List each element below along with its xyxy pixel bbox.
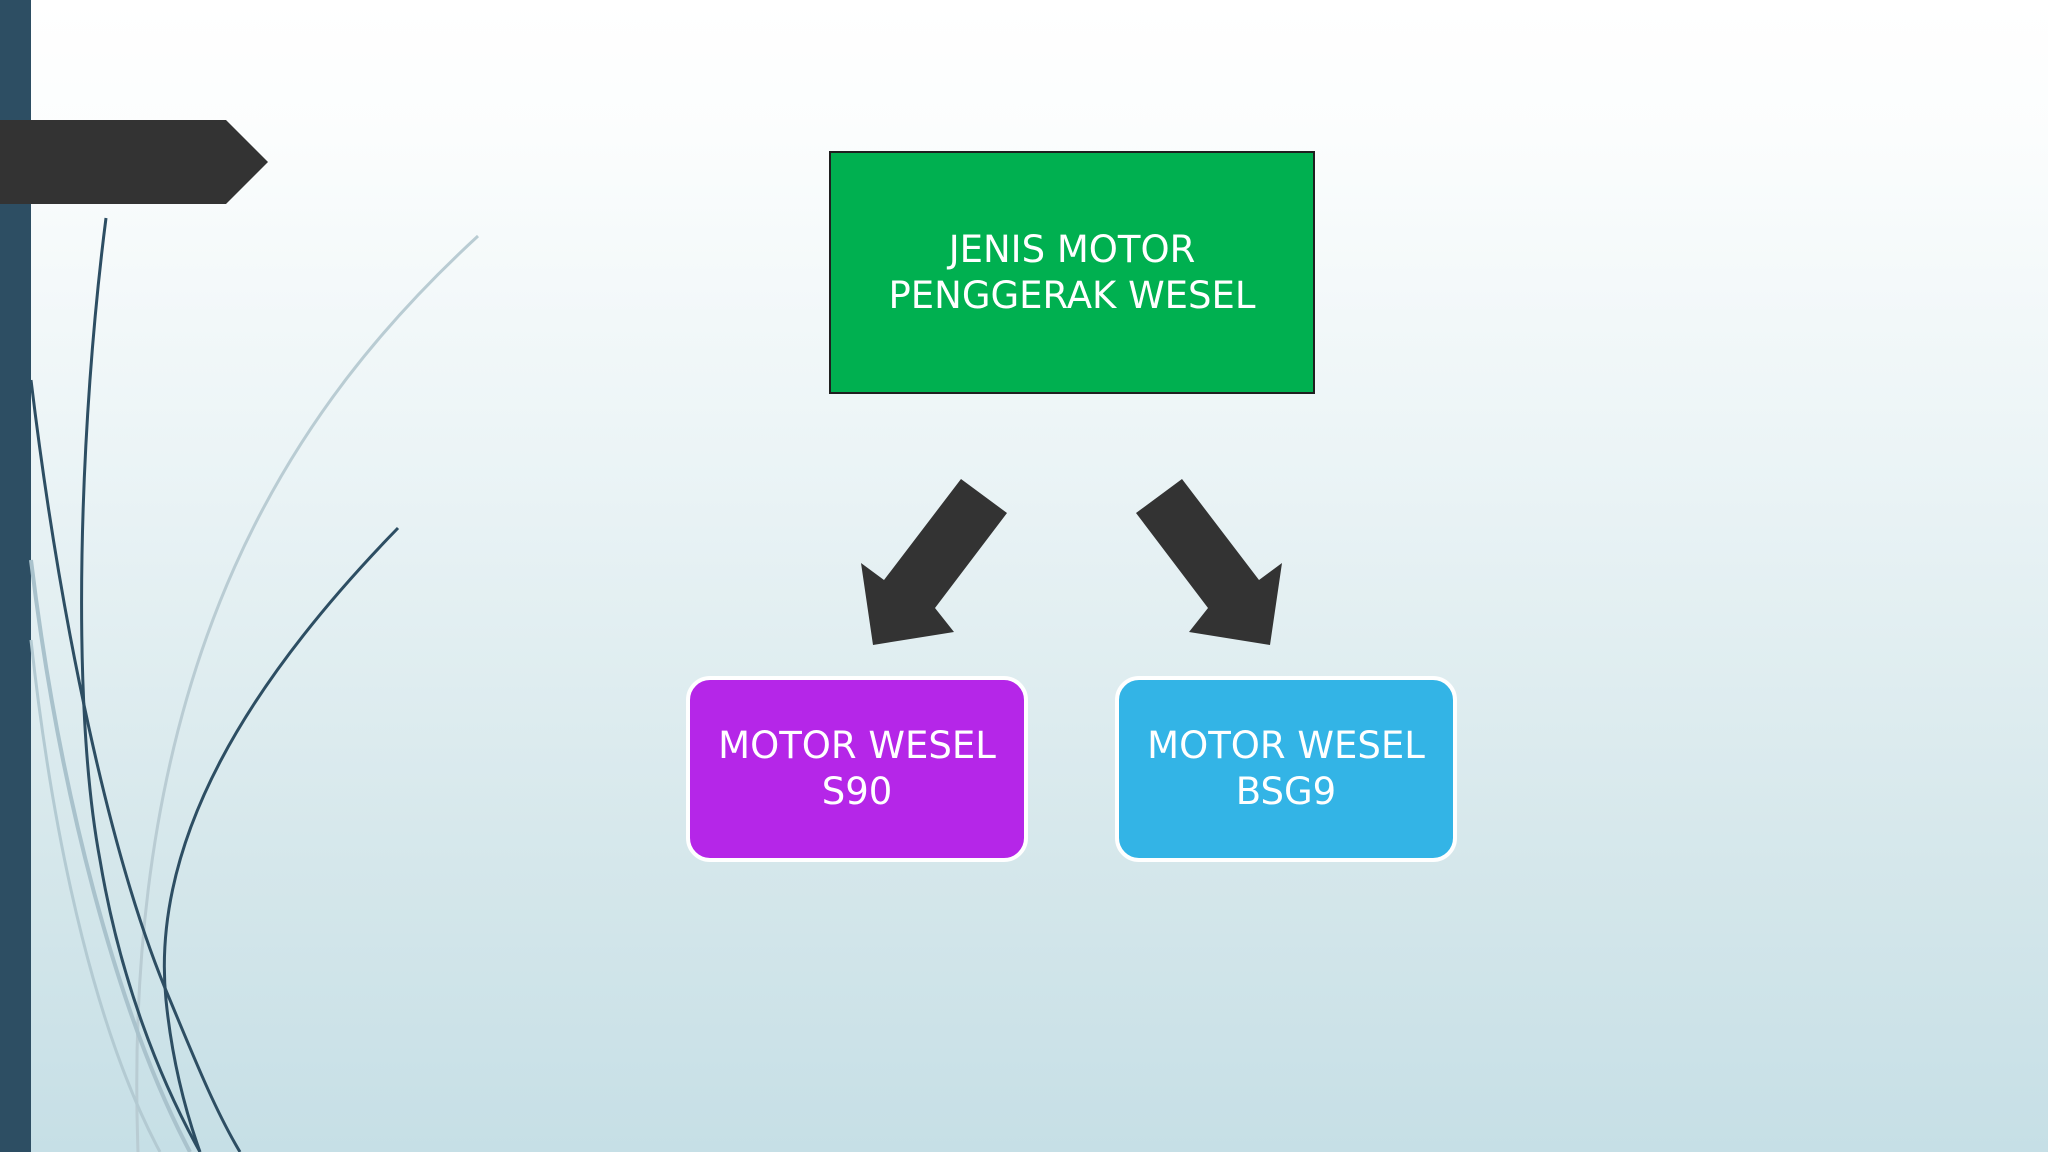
child-node-s90: MOTOR WESEL S90	[686, 676, 1028, 862]
title-tab-shape	[0, 120, 268, 204]
root-node: JENIS MOTOR PENGGERAK WESEL	[829, 151, 1315, 394]
child-node-bsg9-label: MOTOR WESEL BSG9	[1147, 724, 1425, 813]
child-node-bsg9: MOTOR WESEL BSG9	[1115, 676, 1457, 862]
child-node-s90-label: MOTOR WESEL S90	[718, 724, 996, 813]
root-node-label: JENIS MOTOR PENGGERAK WESEL	[888, 227, 1256, 317]
